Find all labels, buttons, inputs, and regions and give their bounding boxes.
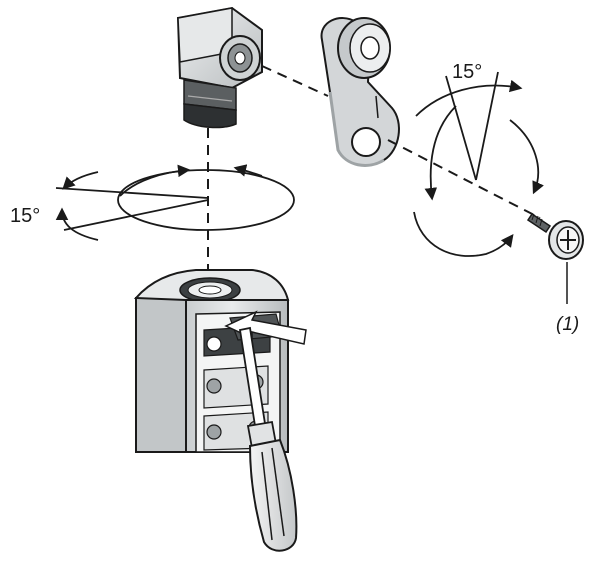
angle-label-right: 15° (452, 61, 482, 83)
callout-label-screw: (1) (556, 314, 579, 335)
rotary-head-icon (176, 6, 263, 129)
screwdriver-icon (238, 326, 298, 552)
fixing-screw-icon (526, 212, 584, 260)
angle-label-left: 15° (10, 205, 40, 227)
insert-arrow-icon (224, 310, 307, 345)
rotation-angle-right-icon (413, 71, 544, 257)
rotation-angle-left-icon (55, 164, 295, 241)
roller-lever-arm-icon (320, 17, 400, 167)
